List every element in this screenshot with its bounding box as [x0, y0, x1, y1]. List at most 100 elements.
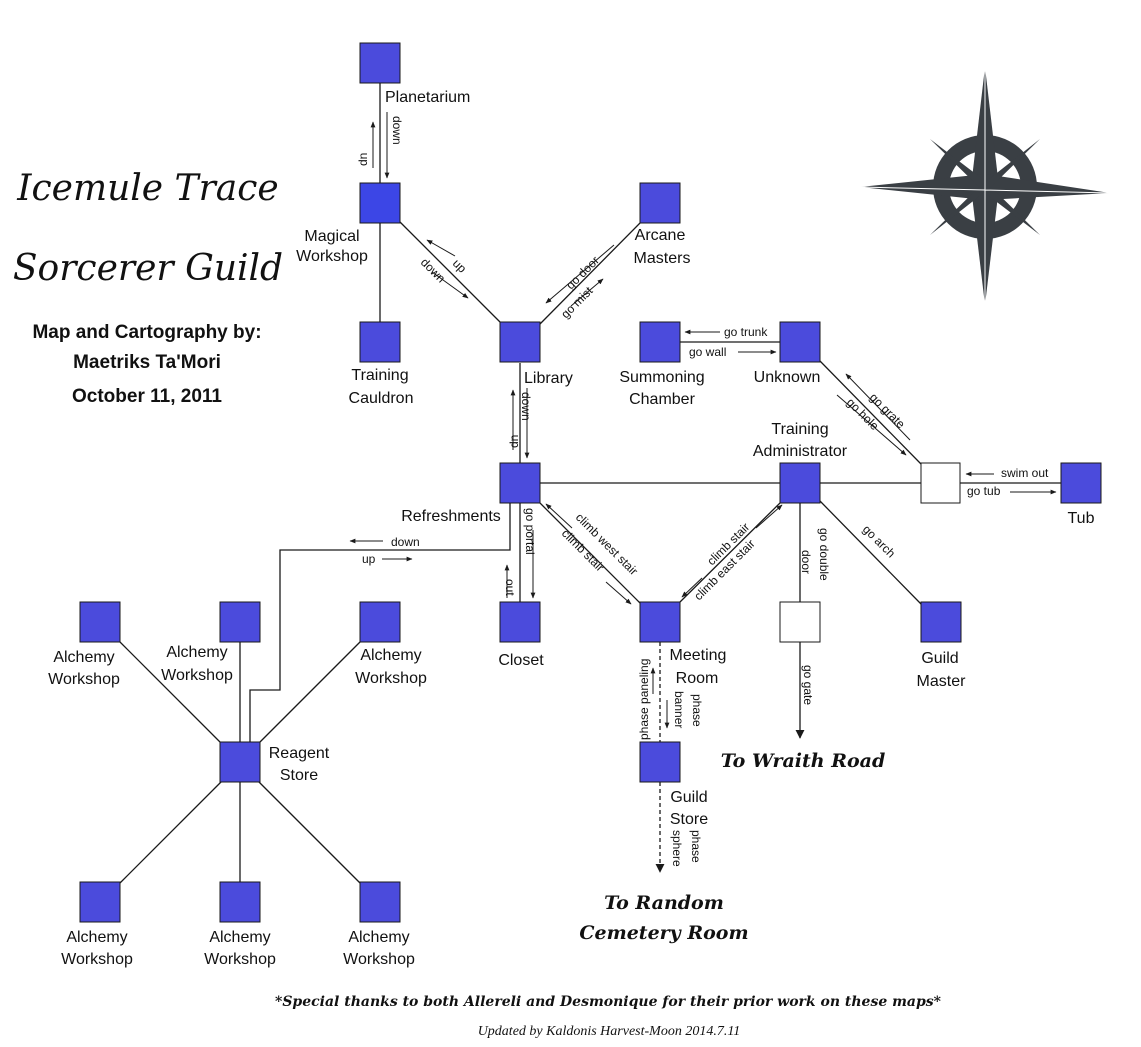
credits-line-3: October 11, 2011	[72, 386, 222, 407]
cmd-door: door	[799, 550, 813, 574]
label-training-cauldron-1: Training	[351, 367, 408, 384]
label-arcane-masters-1: Arcane	[635, 227, 686, 244]
label-guild-store-1: Guild	[670, 789, 707, 806]
room-closet[interactable]	[499, 601, 541, 643]
cmd-go-gate: go gate	[801, 665, 815, 705]
cmd-go-trunk: go trunk	[724, 325, 768, 339]
cmd-out: out	[503, 579, 517, 596]
label-alchemy-workshop-5b: Workshop	[204, 951, 276, 968]
cmd-am-go-mist: go mist	[558, 283, 596, 321]
room-reagent-store[interactable]	[219, 741, 261, 783]
label-training-administrator-1: Training	[771, 421, 828, 438]
room-alchemy-workshop-4[interactable]	[79, 881, 121, 923]
label-summoning-chamber-1: Summoning	[619, 369, 704, 386]
room-summoning-chamber[interactable]	[639, 321, 681, 363]
label-alchemy-workshop-5a: Alchemy	[209, 929, 270, 946]
cmd-go-portal: go portal	[523, 508, 537, 555]
footer-thanks: *Special thanks to both Allereli and Des…	[275, 994, 942, 1010]
label-alchemy-workshop-1b: Workshop	[48, 671, 120, 688]
label-alchemy-workshop-2b: Workshop	[161, 667, 233, 684]
label-tub: Tub	[1068, 510, 1095, 527]
room-guild-master[interactable]	[920, 601, 962, 643]
cmd-phase-paneling: phase paneling	[637, 659, 651, 740]
map-rooms	[79, 42, 1102, 923]
map-footer: *Special thanks to both Allereli and Des…	[275, 994, 942, 1039]
room-training-cauldron[interactable]	[359, 321, 401, 363]
room-magical-workshop[interactable]	[359, 182, 401, 224]
cmd-go-arch: go arch	[860, 522, 898, 560]
label-alchemy-workshop-1a: Alchemy	[53, 649, 114, 666]
label-training-cauldron-2: Cauldron	[349, 390, 414, 407]
room-alchemy-workshop-5[interactable]	[219, 881, 261, 923]
room-meeting-room[interactable]	[639, 601, 681, 643]
label-library: Library	[524, 370, 573, 387]
title-line-2: Sorcerer Guild	[13, 248, 283, 289]
label-guild-store-2: Store	[670, 811, 708, 828]
label-alchemy-workshop-4b: Workshop	[61, 951, 133, 968]
room-alchemy-workshop-2[interactable]	[219, 601, 261, 643]
label-reagent-store-2: Store	[280, 767, 318, 784]
label-planetarium: Planetarium	[385, 89, 470, 106]
footer-updated: Updated by Kaldonis Harvest-Moon 2014.7.…	[478, 1024, 741, 1039]
label-unknown: Unknown	[754, 369, 821, 386]
room-arcane-masters[interactable]	[639, 182, 681, 224]
cmd-swim-out: swim out	[1001, 466, 1049, 480]
dest-wraith-road: To Wraith Road	[721, 750, 886, 772]
label-reagent-store-1: Reagent	[269, 745, 330, 762]
map-credits: Map and Cartography by: Maetriks Ta'Mori…	[32, 322, 261, 407]
room-library[interactable]	[499, 321, 541, 363]
label-magical-workshop-2: Workshop	[296, 248, 368, 265]
cmd-lib-down: down	[519, 392, 533, 421]
label-alchemy-workshop-6a: Alchemy	[348, 929, 409, 946]
label-alchemy-workshop-2a: Alchemy	[166, 644, 227, 661]
room-alchemy-workshop-3[interactable]	[359, 601, 401, 643]
map-title: Icemule Trace Sorcerer Guild	[13, 168, 283, 289]
direction-arrows	[349, 112, 1057, 729]
label-alchemy-workshop-4a: Alchemy	[66, 929, 127, 946]
cmd-go-wall: go wall	[689, 345, 726, 359]
room-guild-store[interactable]	[639, 741, 681, 783]
room-alchemy-workshop-6[interactable]	[359, 881, 401, 923]
cmd-sphere: sphere	[670, 830, 684, 867]
label-alchemy-workshop-3b: Workshop	[355, 670, 427, 687]
label-meeting-room-2: Room	[676, 670, 719, 687]
room-training-administrator[interactable]	[779, 462, 821, 504]
label-training-administrator-2: Administrator	[753, 443, 848, 460]
map-connections	[119, 83, 1061, 884]
label-guild-master-1: Guild	[921, 650, 958, 667]
room-labels: Planetarium Magical Workshop Arcane Mast…	[48, 89, 1094, 968]
cmd-go-tub: go tub	[967, 484, 1001, 498]
label-guild-master-2: Master	[917, 673, 967, 690]
room-alchemy-workshop-1[interactable]	[79, 601, 121, 643]
title-line-1: Icemule Trace	[16, 168, 278, 209]
compass-rose-icon	[859, 67, 1111, 305]
label-summoning-chamber-2: Chamber	[629, 391, 695, 408]
room-planetarium[interactable]	[359, 42, 401, 84]
label-alchemy-workshop-6b: Workshop	[343, 951, 415, 968]
room-refreshments[interactable]	[499, 462, 541, 504]
cmd-planetarium-dn: dn	[356, 153, 370, 166]
destination-labels: To Wraith Road To Random Cemetery Room	[579, 750, 885, 944]
credits-line-2: Maetriks Ta'Mori	[73, 352, 221, 373]
cmd-phase: phase	[690, 694, 704, 727]
room-tub[interactable]	[1060, 462, 1102, 504]
dest-cemetery-line-2: Cemetery Room	[579, 922, 748, 944]
cmd-ref-up: up	[362, 552, 376, 566]
label-meeting-room-1: Meeting	[670, 647, 727, 664]
cmd-banner: banner	[672, 691, 686, 728]
cmd-sphere-phase: phase	[689, 830, 703, 863]
room-unnamed-gate[interactable]	[779, 601, 821, 643]
cmd-lib-dn: dn	[507, 435, 521, 448]
cmd-go-double: go double	[817, 528, 831, 581]
room-unknown[interactable]	[779, 321, 821, 363]
label-magical-workshop-1: Magical	[304, 228, 359, 245]
label-alchemy-workshop-3a: Alchemy	[360, 647, 421, 664]
label-arcane-masters-2: Masters	[634, 250, 691, 267]
label-refreshments: Refreshments	[401, 508, 501, 525]
cmd-planetarium-down: down	[390, 116, 404, 145]
room-unnamed-east[interactable]	[920, 462, 961, 504]
cmd-mw-up: up	[450, 256, 470, 276]
credits-line-1: Map and Cartography by:	[32, 322, 261, 343]
cmd-ref-down: down	[391, 535, 420, 549]
